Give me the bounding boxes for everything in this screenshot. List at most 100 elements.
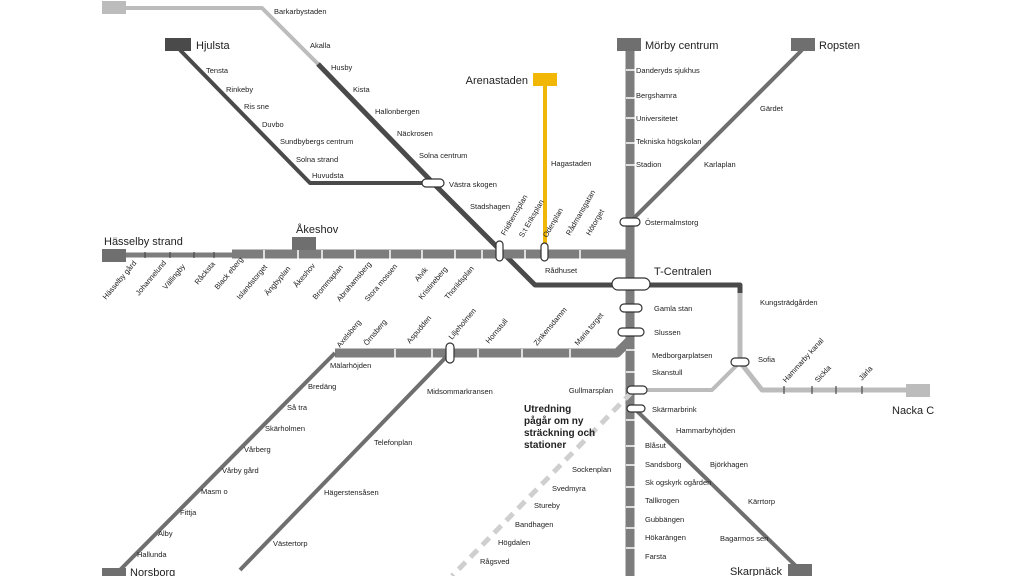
station-aspudden: Aspudden: [405, 314, 434, 346]
station-tekniska: Tekniska högskolan: [636, 137, 701, 146]
interchange-gullmarsplan: [626, 385, 648, 395]
station-vastertorp: Västertorp: [273, 539, 308, 548]
station-skarmarbrink: Skärmarbrink: [652, 405, 697, 414]
planning-note-line-1: Utredning: [524, 404, 571, 415]
station-bredang: Bredäng: [308, 382, 336, 391]
line-nacka: [737, 293, 920, 393]
station-sickla: Sickla: [813, 363, 834, 385]
station-sundbyberg: Sundbybergs centrum: [280, 137, 353, 146]
station-hallonbergen: Hallonbergen: [375, 107, 420, 116]
station-medborgarplatsen: Medborgarplatsen: [652, 351, 712, 360]
station-racksta: Råcksta: [193, 259, 218, 286]
line-barkarby-light: [116, 6, 320, 66]
station-svedmyra: Svedmyra: [552, 484, 587, 493]
station-nackrosen: Näckrosen: [397, 129, 433, 138]
station-zinkensdamm: Zinkensdamm: [532, 305, 569, 347]
terminal-label-akeshov: Åkeshov: [296, 223, 339, 236]
station-hammarbyhojden: Hammarbyhöjden: [676, 426, 735, 435]
terminal-label-norsborg: Norsborg: [130, 567, 175, 576]
station-stureby: Stureby: [534, 501, 560, 510]
station-radhuset: Rådhuset: [545, 266, 578, 275]
station-ticks: [263, 69, 635, 549]
station-telefonplan: Telefonplan: [374, 438, 412, 447]
line-dashed-planned: [450, 390, 634, 576]
station-duvbo: Duvbo: [262, 120, 284, 129]
station-huvudsta: Huvudsta: [312, 171, 345, 180]
station-sandsborg: Sandsborg: [645, 460, 681, 469]
line-skarpnack: [634, 408, 802, 572]
station-hokarangen: Hökarängen: [645, 533, 686, 542]
planning-note-line-4: stationer: [524, 440, 566, 451]
station-skanstull: Skanstull: [652, 368, 683, 377]
station-gubbangen: Gubbängen: [645, 515, 684, 524]
interchange-skarmarbrink: [626, 404, 646, 413]
terminal-box-barkarby: [102, 1, 126, 14]
terminal-boxes: [102, 1, 930, 576]
station-karlaplan: Karlaplan: [704, 160, 736, 169]
station-rissne: Ris sne: [244, 102, 269, 111]
interchange-vastra-skogen: [421, 178, 445, 188]
terminal-box-nacka: [906, 384, 930, 397]
station-hornstull: Hornstull: [484, 317, 510, 346]
terminal-box-morby: [617, 38, 641, 51]
station-gullmarsplan: Gullmarsplan: [569, 386, 613, 395]
station-fittja: Fittja: [180, 508, 197, 517]
line-akalla: [316, 62, 502, 252]
station-universitetet: Universitetet: [636, 114, 679, 123]
station-solna-strand: Solna strand: [296, 155, 338, 164]
terminal-box-hasselby: [102, 249, 126, 262]
station-bergshamra: Bergshamra: [636, 91, 678, 100]
station-hasselby-gard: Hässelby gård: [101, 259, 139, 302]
station-sockenplan: Sockenplan: [572, 465, 611, 474]
station-bjorkhagen: Björkhagen: [710, 460, 748, 469]
station-sofia: Sofia: [758, 355, 776, 364]
station-ornsberg: Örnsberg: [362, 318, 389, 348]
station-gamla-stan: Gamla stan: [654, 304, 692, 313]
station-blasut: Blåsut: [645, 441, 667, 450]
interchange-odenplan: [540, 242, 549, 262]
terminal-label-hjulsta: Hjulsta: [196, 40, 231, 52]
station-tallkrogen: Tallkrogen: [645, 496, 679, 505]
station-kista: Kista: [353, 85, 371, 94]
station-danderyd: Danderyds sjukhus: [636, 66, 700, 75]
station-midsommarkransen: Midsommarkransen: [427, 387, 493, 396]
station-hallunda: Hallunda: [137, 550, 167, 559]
terminal-box-skarpnack: [788, 564, 812, 576]
terminal-label-nacka: Nacka C: [892, 405, 934, 417]
station-labels: Barkarbystaden Akalla Husby Kista Hallon…: [137, 7, 818, 566]
station-karrtorp: Kärrtorp: [748, 497, 775, 506]
terminal-labels: Hjulsta Arenastaden Mörby centrum Ropste…: [104, 40, 934, 576]
station-satra: Så tra: [287, 403, 308, 412]
station-hogdalen: Högdalen: [498, 538, 530, 547]
station-skarholmen: Skärholmen: [265, 424, 305, 433]
line-nacka-branch: [638, 360, 742, 392]
station-blackeberg: Black eberg: [213, 255, 245, 291]
interchange-sofia: [730, 357, 750, 367]
station-varby-gard: Vårby gård: [222, 466, 259, 475]
station-malarhojden: Mälarhöjden: [330, 361, 371, 370]
station-gardet: Gärdet: [760, 104, 784, 113]
station-bandhagen: Bandhagen: [515, 520, 553, 529]
terminal-box-ropsten: [791, 38, 815, 51]
terminal-label-ropsten: Ropsten: [819, 40, 860, 52]
station-johannelund: Johannelund: [134, 259, 169, 298]
station-mariatorget: Maria torget: [573, 310, 606, 347]
terminal-label-hasselby: Hässelby strand: [104, 236, 183, 248]
terminal-box-norsborg: [102, 568, 126, 576]
planning-note-line-2: pågår om ny: [524, 415, 584, 427]
line-fruangen: [238, 351, 452, 572]
terminal-label-skarpnack: Skarpnäck: [730, 566, 782, 576]
line-hjulsta: [178, 48, 433, 185]
terminal-box-akeshov: [292, 237, 316, 250]
line-ropsten: [628, 48, 804, 224]
station-kungstradgarden: Kungsträdgården: [760, 298, 818, 307]
interchange-ostermalmstorg: [619, 217, 641, 227]
station-husby: Husby: [331, 63, 353, 72]
interchange-slussen: [617, 327, 645, 337]
station-rinkeby: Rinkeby: [226, 85, 253, 94]
station-tensta: Tensta: [206, 66, 229, 75]
station-varberg: Vårberg: [244, 445, 271, 454]
station-axelsberg: Axelsberg: [335, 318, 363, 349]
station-slussen: Slussen: [654, 328, 681, 337]
